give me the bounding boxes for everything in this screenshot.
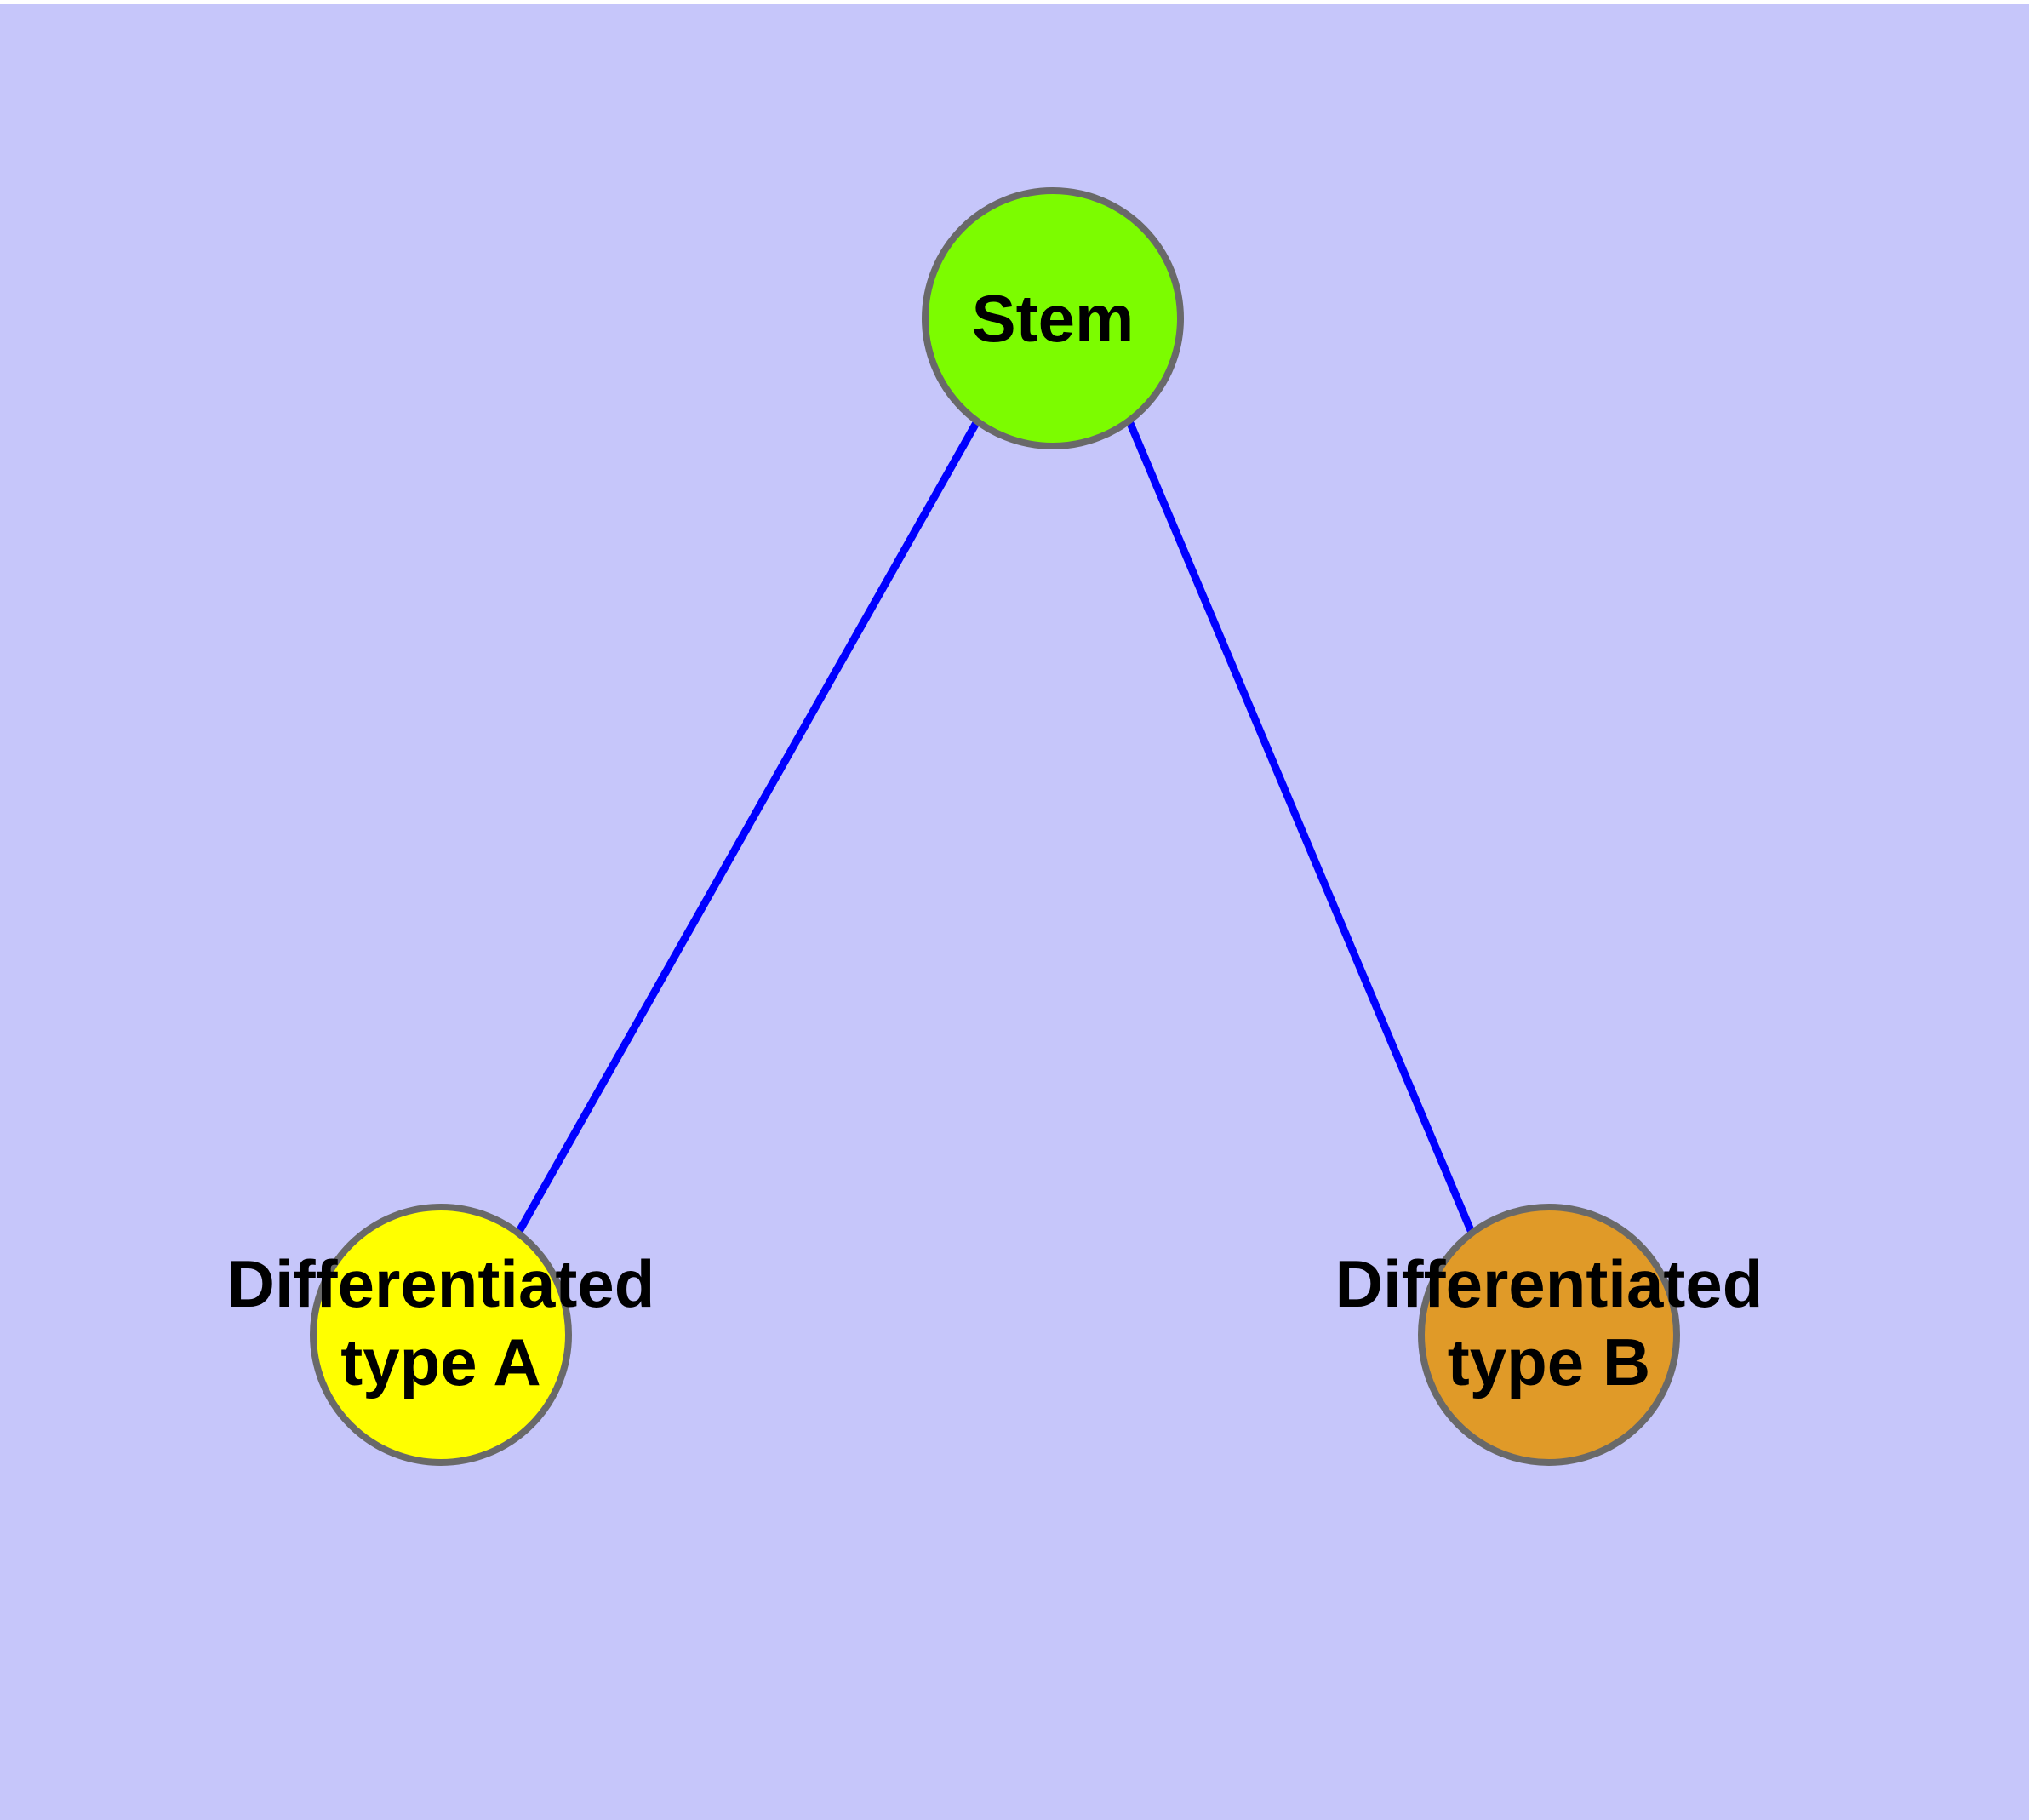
node-label-differentiated-type-a-line2: type A: [340, 1325, 541, 1399]
node-differentiated-type-b[interactable]: [1418, 1204, 1680, 1466]
node-differentiated-type-a[interactable]: [310, 1204, 572, 1466]
node-label-stem: Stem: [972, 281, 1135, 356]
edge-stem-to-differentiated-type-b[interactable]: [1125, 420, 1477, 1236]
label-layer: Stem Differentiated type A Differentiate…: [227, 281, 1763, 1399]
node-label-differentiated-type-b-line2: type B: [1448, 1325, 1650, 1399]
node-label-differentiated-type-a-line1: Differentiated: [227, 1246, 655, 1321]
edge-layer: [514, 419, 1477, 1237]
node-stem[interactable]: [922, 187, 1184, 449]
node-layer: [310, 187, 1680, 1466]
node-label-differentiated-type-b-line1: Differentiated: [1335, 1246, 1763, 1321]
edge-stem-to-differentiated-type-a[interactable]: [514, 419, 980, 1237]
